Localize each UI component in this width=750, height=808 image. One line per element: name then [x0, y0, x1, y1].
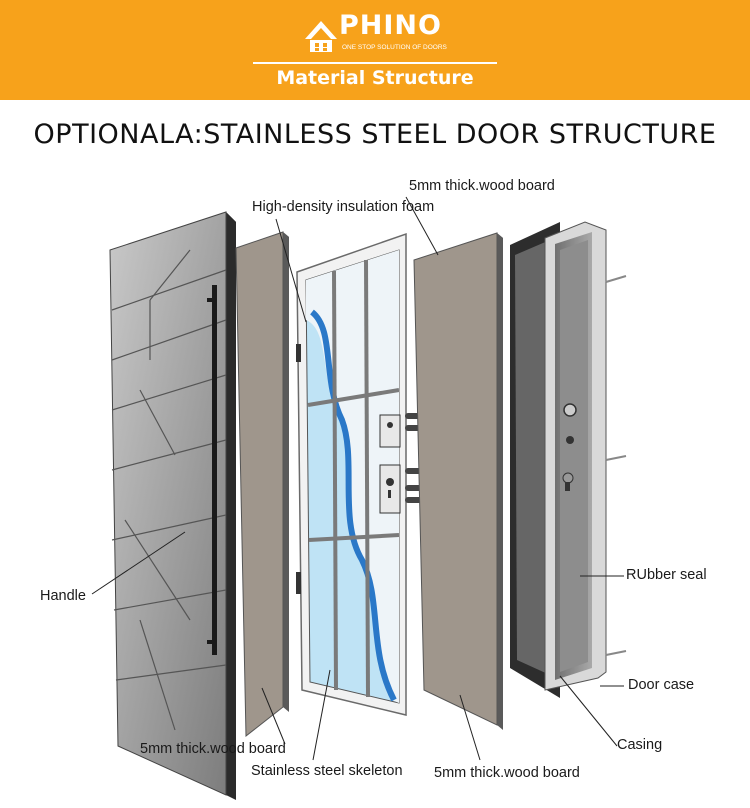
label-handle: Handle: [40, 588, 86, 604]
label-casing: Casing: [617, 737, 663, 753]
back-wood-board: [413, 232, 503, 730]
label-back-wood-board: 5mm thick.wood board: [434, 765, 580, 781]
page-title: OPTIONALA:STAINLESS STEEL DOOR STRUCTURE: [33, 119, 717, 150]
house-logo-icon: [305, 21, 337, 52]
label-steel-skeleton: Stainless steel skeleton: [251, 763, 403, 779]
section-title: Material Structure: [276, 67, 474, 89]
label-rubber-seal: RUbber seal: [626, 567, 707, 583]
leader-lines: [91, 196, 624, 761]
label-door-case: Door case: [628, 677, 695, 693]
header-banner: PHINO ONE STOP SOLUTION OF DOORS Materia…: [0, 0, 750, 100]
label-top-wood-board: 5mm thick.wood board: [409, 178, 555, 194]
front-wood-board: [235, 231, 289, 738]
handle-bar: [212, 285, 217, 655]
label-front-wood-board: 5mm thick.wood board: [140, 741, 286, 757]
outer-door-panel: [109, 211, 236, 800]
steel-skeleton: [296, 232, 423, 716]
header-divider: [253, 62, 497, 64]
brand-tagline: ONE STOP SOLUTION OF DOORS: [342, 44, 447, 51]
brand-name: PHINO: [339, 10, 442, 41]
label-insulation-foam: High-density insulation foam: [252, 199, 435, 215]
door-case: [544, 221, 627, 691]
